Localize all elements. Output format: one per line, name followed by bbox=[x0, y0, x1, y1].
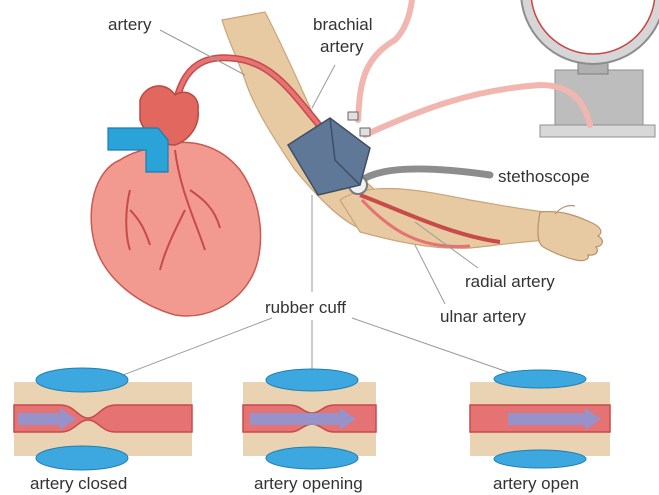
panel-label: artery opening bbox=[254, 474, 363, 493]
cuff-bottom bbox=[266, 447, 358, 469]
leader-cuff-right bbox=[352, 318, 525, 378]
gauge-stand bbox=[555, 70, 643, 132]
label-ulnar-artery: ulnar artery bbox=[440, 307, 526, 326]
panel-artery-closed: artery closed bbox=[14, 368, 192, 493]
cuff-top bbox=[36, 368, 128, 392]
label-rubber-cuff: rubber cuff bbox=[265, 298, 346, 317]
panel-artery-opening: artery opening bbox=[243, 369, 376, 493]
panel-label: artery closed bbox=[30, 474, 127, 493]
cuff-bottom bbox=[36, 446, 128, 470]
leader-cuff-left bbox=[110, 318, 272, 380]
cuff-top bbox=[266, 369, 358, 391]
leader-brachial bbox=[312, 65, 335, 108]
cuff-valve-1 bbox=[348, 112, 358, 120]
stethoscope-tube bbox=[362, 169, 490, 180]
label-brachial-line2: artery bbox=[320, 37, 364, 56]
cuff-valve-2 bbox=[360, 128, 370, 136]
label-artery: artery bbox=[108, 15, 152, 34]
panel-label: artery open bbox=[493, 474, 579, 493]
panel-artery-open: artery open bbox=[470, 370, 610, 493]
forearm bbox=[340, 188, 560, 248]
label-stethoscope: stethoscope bbox=[498, 167, 590, 186]
gauge-base bbox=[540, 125, 655, 137]
leader-ulnar bbox=[415, 245, 445, 304]
cuff-bottom bbox=[494, 450, 586, 468]
label-brachial-line1: brachial bbox=[313, 15, 373, 34]
heart bbox=[91, 86, 260, 316]
cuff-top bbox=[494, 370, 586, 388]
hand bbox=[538, 212, 602, 261]
label-radial-artery: radial artery bbox=[465, 272, 555, 291]
